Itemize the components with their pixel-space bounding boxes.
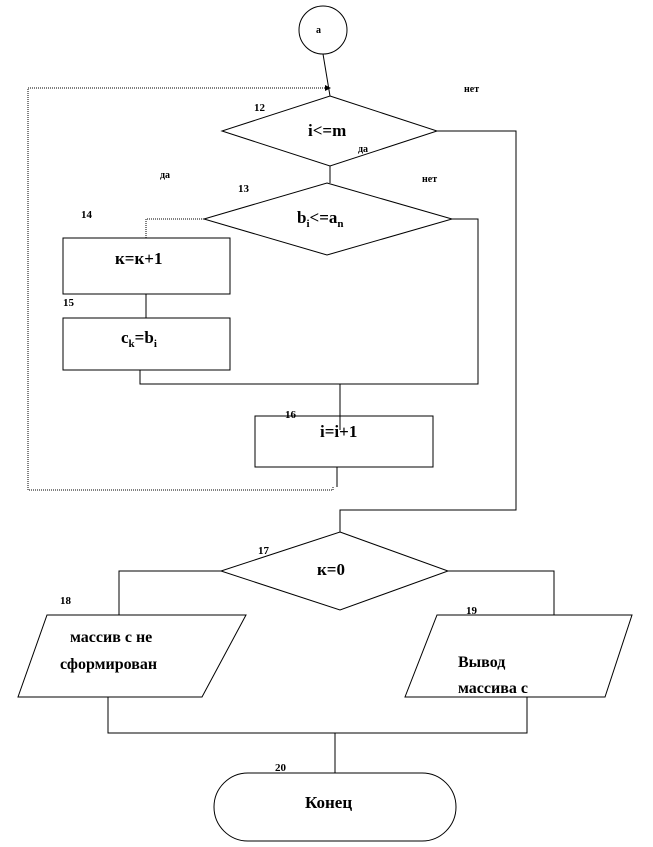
block-14-number: 14 [81, 209, 93, 221]
process-14-text: к=к+1 [115, 249, 162, 268]
output-18 [17, 614, 247, 698]
no-line [340, 218, 479, 385]
block-15-number: 15 [63, 297, 75, 309]
branch-line-left [118, 570, 221, 615]
decision-12-no: нет [464, 84, 479, 95]
block-20-number: 20 [275, 762, 287, 774]
decision-12-text: i<=m [308, 121, 346, 140]
process-14 [62, 237, 231, 295]
output-18-line2: сформирован [60, 656, 157, 673]
decision-17 [219, 531, 450, 611]
block-18-number: 18 [60, 595, 72, 607]
process-16 [254, 415, 434, 468]
terminator-20-text: Конец [305, 793, 352, 812]
output-19-line2: массива с [458, 680, 528, 697]
block-19-number: 19 [466, 605, 478, 617]
branch-line-right [448, 570, 555, 615]
decision-13-no: нет [422, 174, 437, 185]
arrowhead [325, 85, 331, 91]
block-13-number: 13 [238, 183, 250, 195]
connector-label: a [316, 25, 321, 36]
process-15 [62, 317, 231, 371]
output-18-line1: массив с не [70, 629, 152, 646]
decision-13-yes: да [160, 170, 170, 181]
process-15-text: ck=bi [121, 328, 157, 350]
terminator-20 [213, 772, 457, 842]
loop-return-line [27, 87, 334, 491]
join-line [139, 370, 340, 385]
exit-line [339, 130, 517, 532]
block-12-number: 12 [254, 102, 266, 114]
decision-12-yes: да [358, 144, 368, 155]
block-17-number: 17 [258, 545, 270, 557]
connector-a [298, 5, 348, 55]
decision-13-text: bi<=an [297, 208, 344, 230]
block-16-number: 16 [285, 409, 297, 421]
merge-line [107, 697, 528, 734]
yes-line [145, 218, 204, 238]
output-19-line1: Вывод [458, 654, 505, 671]
process-16-text: i=i+1 [320, 422, 357, 441]
decision-13 [202, 182, 454, 256]
output-19 [404, 614, 633, 698]
decision-17-text: к=0 [317, 560, 345, 579]
